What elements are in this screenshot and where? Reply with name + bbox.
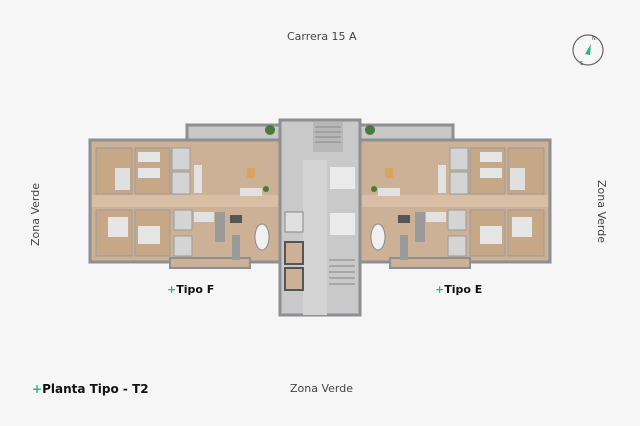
north-label: N xyxy=(592,36,596,42)
unit-label-tipo-e: +Tipo E xyxy=(435,283,482,296)
south-label: S xyxy=(580,61,583,67)
plus-icon: + xyxy=(32,382,43,396)
plan-title: +Planta Tipo - T2 xyxy=(32,382,149,396)
unit-name: Tipo E xyxy=(444,283,483,296)
unit-tipo-e xyxy=(355,123,552,270)
plus-icon: + xyxy=(435,283,445,296)
compass-icon: N S xyxy=(572,34,604,67)
unit-name: Tipo F xyxy=(176,283,215,296)
unit-tipo-f xyxy=(88,123,285,270)
plus-icon: + xyxy=(167,283,177,296)
bottom-zone-label: Zona Verde xyxy=(290,382,353,395)
unit-label-tipo-f: +Tipo F xyxy=(167,283,214,296)
street-label: Carrera 15 A xyxy=(287,30,357,43)
building-core xyxy=(278,118,362,317)
plan-title-text: Planta Tipo - T2 xyxy=(42,382,149,396)
